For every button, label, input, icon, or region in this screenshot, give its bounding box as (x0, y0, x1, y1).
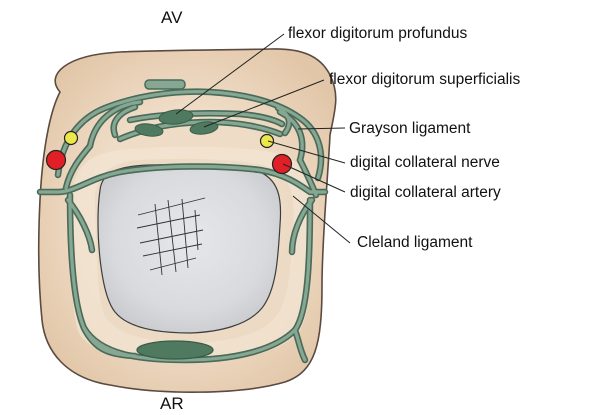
label-artery: digital collateral artery (350, 184, 501, 201)
label-grayson: Grayson ligament (349, 120, 471, 137)
orientation-bottom-label: AR (160, 394, 184, 413)
artery-left (47, 151, 66, 170)
label-fds: flexor digitorum superficialis (329, 71, 520, 88)
artery-right (273, 155, 292, 174)
label-nerve: digital collateral nerve (350, 154, 500, 171)
dorsal-apparatus (137, 341, 213, 359)
volar-plate-pad (145, 80, 185, 89)
orientation-top-label: AV (161, 8, 183, 27)
label-cleland: Cleland ligament (357, 234, 473, 251)
nerve-right (261, 135, 274, 148)
nerve-left (65, 132, 78, 145)
phalanx-bone (98, 164, 281, 333)
label-fdp: flexor digitorum profundus (288, 25, 467, 42)
